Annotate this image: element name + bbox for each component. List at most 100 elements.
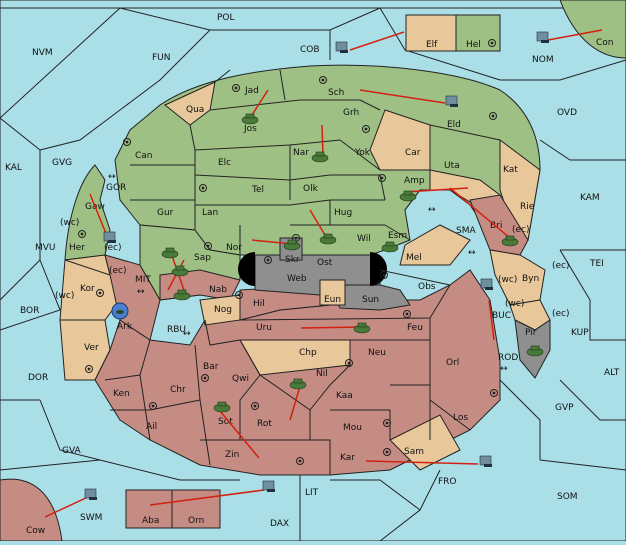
label-nom: NOM (532, 55, 554, 65)
label-orl: Orl (446, 358, 459, 368)
label-gva: GVA (62, 446, 82, 456)
label-sot: Sot (218, 417, 233, 427)
army-token-skr (283, 239, 301, 251)
strait-gor: ↔ (108, 172, 116, 182)
label-esm: Esm (388, 231, 407, 241)
label-sma: SMA (456, 226, 476, 236)
label-jad: Jad (244, 86, 259, 96)
label-con: Con (596, 38, 614, 48)
label-rod: ROD (498, 353, 518, 363)
strait-rbu: ↔ (183, 329, 191, 339)
supply-center-jad (232, 84, 240, 92)
green-labels: Jad Sch Qua Jos Grh Eld Can Nar Yok Car … (69, 40, 535, 265)
province-sun[interactable] (329, 284, 411, 311)
label-grh: Grh (343, 108, 359, 118)
fleet-token-cob (335, 41, 348, 53)
province-gaw-her[interactable] (64, 164, 111, 261)
label-sch: Sch (328, 88, 344, 98)
label-ver: Ver (84, 343, 99, 353)
label-chp: Chp (299, 348, 317, 358)
label-alt: ALT (604, 368, 620, 378)
label-byn: Byn (522, 274, 539, 284)
sea-borders (0, 7, 626, 542)
label-elf: Elf (426, 40, 438, 50)
army-token-bri (501, 235, 519, 247)
fleet-token-nom (536, 31, 549, 43)
army-token-pir (526, 345, 544, 357)
coast-byn-wc: (wc) (498, 275, 517, 285)
region-red-south (94, 269, 501, 476)
army-token-nar (311, 151, 329, 163)
fleet-token-buc (480, 278, 493, 290)
label-los: Los (453, 413, 468, 423)
arrow-hug-wil (309, 209, 326, 236)
arrow-zin-sot (219, 410, 260, 459)
label-kar: Kar (340, 453, 355, 463)
coast-kor-wc: (wc) (55, 291, 74, 301)
label-rbu: RBU (167, 325, 186, 335)
army-token-jos (241, 113, 259, 125)
label-olk: Olk (303, 184, 319, 194)
province-hel[interactable] (455, 14, 501, 52)
province-eun[interactable] (319, 279, 346, 306)
supply-center-can (123, 138, 131, 146)
supply-center-grh (362, 125, 370, 133)
supply-center-feu (403, 310, 411, 318)
province-sam[interactable] (389, 414, 461, 471)
supply-center-obs (380, 271, 388, 279)
supply-center-yok (378, 174, 386, 182)
label-chr: Chr (170, 385, 186, 395)
label-kup: KUP (571, 328, 589, 338)
label-gor: GOR (106, 183, 126, 193)
label-sam: Sam (404, 447, 424, 457)
label-eun: Eun (324, 295, 341, 305)
label-ark: Ark (117, 322, 133, 332)
coast-byn-ec: (ec) (552, 261, 570, 271)
label-sap: Sap (194, 253, 211, 263)
sea-labels: POL NVM FUN COB NOM OVD KAL GVG GOR KAM … (5, 13, 620, 529)
supply-center-chr (149, 402, 157, 410)
label-obs: Obs (418, 282, 436, 292)
label-hug: Hug (334, 208, 352, 218)
fleet-token-swm (84, 488, 97, 500)
fleet-token-fro (479, 455, 492, 467)
label-qwi: Qwi (232, 374, 249, 384)
supply-center-neu (345, 359, 353, 367)
province-car[interactable] (369, 109, 431, 171)
province-mel[interactable] (399, 224, 471, 266)
label-buc: BUC (492, 311, 511, 321)
arrow-amp-uta (404, 187, 469, 193)
supply-center-kor (96, 289, 104, 297)
label-tei: TEI (589, 259, 604, 269)
label-nil: Nil (316, 369, 328, 379)
label-bar: Bar (203, 362, 219, 372)
coast-gwa-wc: (wc) (505, 299, 524, 309)
coast-her-ec: (ec) (104, 243, 122, 253)
label-gur: Gur (157, 208, 174, 218)
coast-bri-ec: (ec) (512, 225, 530, 235)
army-token-nil (289, 378, 307, 390)
supply-center-rot (251, 402, 259, 410)
label-can: Can (135, 151, 153, 161)
supply-center-ver (85, 365, 93, 373)
supply-center-marker (488, 39, 496, 47)
label-her: Her (69, 243, 85, 253)
arrow-elf-cob (349, 31, 405, 51)
label-uru: Uru (256, 323, 272, 333)
arrow-jad-jos (251, 89, 269, 116)
arrow-con-nom (547, 29, 603, 41)
label-amp: Amp (404, 176, 425, 186)
supply-center-sam (383, 448, 391, 456)
label-jos: Jos (243, 124, 257, 134)
strait-markers: ↔ ↔ ↔ ↔ ↔ ↔ (108, 172, 508, 374)
label-uta: Uta (444, 161, 460, 171)
province-elf[interactable] (405, 14, 457, 52)
supply-center-her (78, 230, 86, 238)
army-token-amp (399, 190, 417, 202)
label-ken: Ken (113, 389, 130, 399)
army-token-sot (213, 401, 231, 413)
strait-sma-south: ↔ (468, 248, 476, 258)
army-token-wil (319, 233, 337, 245)
label-kor: Kor (80, 284, 95, 294)
